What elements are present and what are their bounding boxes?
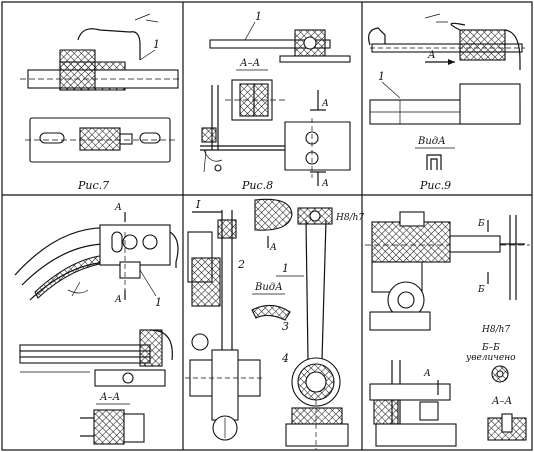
- fig11-view: ВидА: [254, 282, 283, 293]
- fig12-enlarged: увеличено: [465, 353, 516, 363]
- fig11-arrow: А: [269, 243, 277, 253]
- figure-7: 1 Рис.7: [20, 13, 180, 192]
- fig8-arrow-top: А: [321, 99, 329, 109]
- figure-8: 1 А–А А А Рис.8: [200, 10, 351, 192]
- fig10-callout: 1: [155, 296, 162, 309]
- fig11-callout-3: 3: [282, 320, 289, 333]
- fig12-arrow-a: А: [423, 369, 431, 379]
- figure-9: А 1 ВидА Рис.9: [368, 13, 525, 192]
- fig8-callout: 1: [255, 10, 262, 23]
- fig9-caption: Рис.9: [419, 179, 451, 192]
- fig8-arrow-bottom: А: [321, 179, 329, 189]
- fig7-callout: 1: [153, 38, 160, 51]
- fig9-view: ВидА: [417, 136, 446, 147]
- fig12-section-b: Б–Б: [481, 343, 500, 353]
- fig12-arrow-b-bottom: Б: [477, 285, 485, 295]
- fig12-arrow-b-top: Б: [477, 219, 485, 229]
- fig11-label-top: I: [195, 198, 201, 211]
- fig11-callout-4: 4: [281, 352, 289, 365]
- fig10-arrow-top: А: [114, 203, 122, 213]
- figure-11: I 2 А ВидА 1 3 4 H8/h7: [185, 198, 364, 450]
- fig9-callout: 1: [378, 70, 385, 83]
- fig8-section: А–А: [239, 58, 260, 69]
- fig10-arrow-bottom: А: [114, 295, 122, 305]
- fig9-arrow: А: [427, 50, 436, 61]
- fig7-caption: Рис.7: [77, 179, 109, 192]
- figure-10: А А 1 А–А: [14, 203, 179, 445]
- fig11-callout-2: 2: [237, 258, 245, 271]
- fig8-caption: Рис.8: [241, 179, 273, 192]
- fig10-section: А–А: [99, 392, 120, 403]
- fig12-fit: H8/h7: [481, 325, 510, 335]
- fig11-callout-1: 1: [282, 262, 289, 275]
- figure-12: Б Б H8/h7 Б–Б увеличено А А–А: [365, 211, 530, 447]
- fig11-fit: H8/h7: [335, 213, 364, 223]
- fig12-section-a: А–А: [491, 396, 512, 407]
